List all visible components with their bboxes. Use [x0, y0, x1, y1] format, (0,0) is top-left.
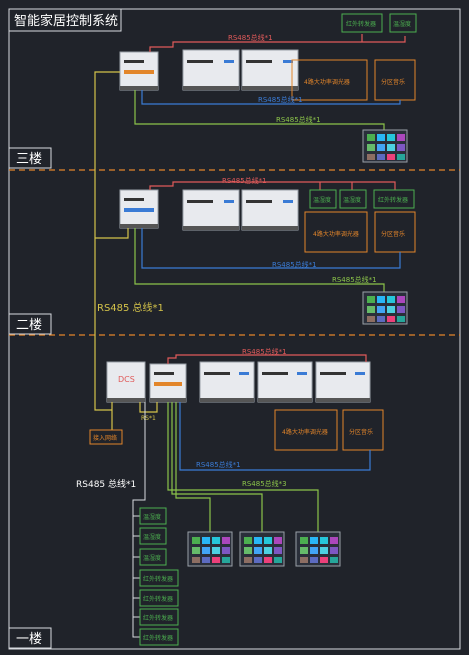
access-network-box — [89, 429, 123, 445]
floor1-music-label: 分区音乐 — [349, 428, 373, 436]
floor3-bus-label-blue: RS485总线*1 — [258, 95, 303, 104]
floor1-bus-label-red: RS485总线*1 — [242, 347, 287, 356]
floor1-module-3 — [315, 361, 371, 403]
col-ir-box-3 — [139, 608, 179, 626]
title-box — [8, 8, 122, 32]
dcs-link-label: RS*1 — [141, 415, 156, 422]
floor3-green-bus — [134, 90, 385, 130]
floor1-module-2 — [257, 361, 313, 403]
floor1-column-bus-label: RS485 总线*1 — [76, 478, 136, 490]
floor3-dimmer-label: 4路大功率调光器 — [304, 78, 350, 86]
floor2-red-bus — [149, 181, 396, 190]
floor2-controller — [119, 189, 159, 229]
col-ir-label-1: 红外转发器 — [143, 575, 173, 583]
floor2-touch-panel — [362, 291, 408, 325]
floor1-green-bus-2 — [171, 402, 263, 532]
col-sensor-box-3 — [139, 548, 167, 566]
floor1-module-1 — [199, 361, 255, 403]
floor2-bus-label-red: RS485总线*1 — [222, 176, 267, 185]
floor2-music-label: 分区音乐 — [381, 230, 405, 238]
floor2-green-bus — [134, 228, 385, 292]
col-ir-box-4 — [139, 628, 179, 646]
floor3-module-2 — [241, 49, 299, 91]
col-ir-label-2: 红外转发器 — [143, 595, 173, 603]
floor1-dimmer-box — [274, 409, 338, 451]
floor3-touch-panel — [362, 129, 408, 163]
floor1-column-bus — [132, 402, 146, 638]
floor3-ir-box — [341, 13, 383, 33]
floor2-dimmer-box — [304, 211, 368, 253]
col-ir-label-4: 红外转发器 — [143, 634, 173, 642]
floor1-bus-label-green: RS485总线*3 — [242, 479, 287, 488]
floor2-sensor-label-2: 温湿度 — [343, 196, 361, 204]
floor2-module-1 — [182, 189, 240, 231]
floor1-dcs: DCS — [106, 361, 146, 403]
floor2-sensor-box-2 — [339, 189, 367, 209]
floor2-music-box — [374, 211, 416, 253]
outer-frame — [8, 8, 461, 650]
floor1-touch-panel-2 — [239, 531, 285, 567]
floor1-green-bus-3 — [167, 402, 319, 532]
floor1-controller — [149, 363, 187, 403]
col-sensor-box-1 — [139, 507, 167, 525]
access-network-label: 接入网络 — [93, 434, 117, 442]
floor1-touch-panel-3 — [295, 531, 341, 567]
diagram-title: 智能家居控制系统 — [14, 13, 118, 29]
col-sensor-label-1: 温湿度 — [143, 513, 161, 521]
floor1-touch-panel-1 — [187, 531, 233, 567]
col-sensor-label-2: 温湿度 — [143, 533, 161, 541]
backbone-bus-label: RS485 总线*1 — [97, 301, 164, 314]
floor-label-1: 一楼 — [16, 632, 42, 647]
floor3-sensor-label: 温湿度 — [393, 20, 411, 28]
floor1-green-bus-1 — [175, 402, 211, 532]
floor3-music-box — [374, 59, 416, 101]
col-sensor-box-2 — [139, 527, 167, 545]
col-ir-box-2 — [139, 589, 179, 607]
floor2-dimmer-label: 4路大功率调光器 — [313, 230, 359, 238]
floor3-controller — [119, 51, 159, 91]
floor1-bus-label-blue: RS485总线*1 — [196, 460, 241, 469]
floor-label-3: 三楼 — [16, 152, 42, 167]
floor3-ir-label: 红外转发器 — [346, 20, 376, 28]
floor2-bus-label-blue: RS485总线*1 — [272, 260, 317, 269]
floor2-bus-label-green: RS485总线*1 — [332, 275, 377, 284]
floor1-dimmer-label: 4路大功率调光器 — [282, 428, 328, 436]
floor2-ir-label: 红外转发器 — [378, 196, 408, 204]
floor3-red-bus — [149, 36, 406, 52]
floor-label-2: 二楼 — [16, 318, 42, 333]
floor3-dimmer-box — [291, 59, 368, 101]
floor3-sensor-box — [389, 13, 417, 33]
col-ir-box-1 — [139, 569, 179, 587]
floor1-music-box — [342, 409, 384, 451]
floor2-sensor-box-1 — [309, 189, 337, 209]
floor1-blue-bus — [179, 402, 371, 471]
floor3-bus-label-green: RS485总线*1 — [276, 115, 321, 124]
col-sensor-label-3: 温湿度 — [143, 554, 161, 562]
floor2-sensor-label-1: 温湿度 — [313, 196, 331, 204]
floor3-bus-label-red: RS485总线*1 — [228, 33, 273, 42]
backbone-bus-left — [94, 71, 120, 411]
floor-label-box-2 — [8, 313, 52, 335]
floor1-red-bus — [167, 354, 367, 364]
floor2-module-2 — [241, 189, 299, 231]
floor-label-box-3 — [8, 147, 52, 169]
dcs-controller-link — [139, 402, 158, 413]
floor3-blue-bus — [141, 90, 401, 105]
floor3-music-label: 分区音乐 — [381, 78, 405, 86]
backbone-bus-floor2-tap — [95, 228, 129, 239]
floor-label-box-1 — [8, 627, 52, 649]
floor2-ir-box — [373, 189, 415, 209]
col-ir-label-3: 红外转发器 — [143, 614, 173, 622]
floor2-blue-bus — [141, 228, 401, 269]
dcs-label: DCS — [118, 375, 135, 384]
floor3-module-1 — [182, 49, 240, 91]
